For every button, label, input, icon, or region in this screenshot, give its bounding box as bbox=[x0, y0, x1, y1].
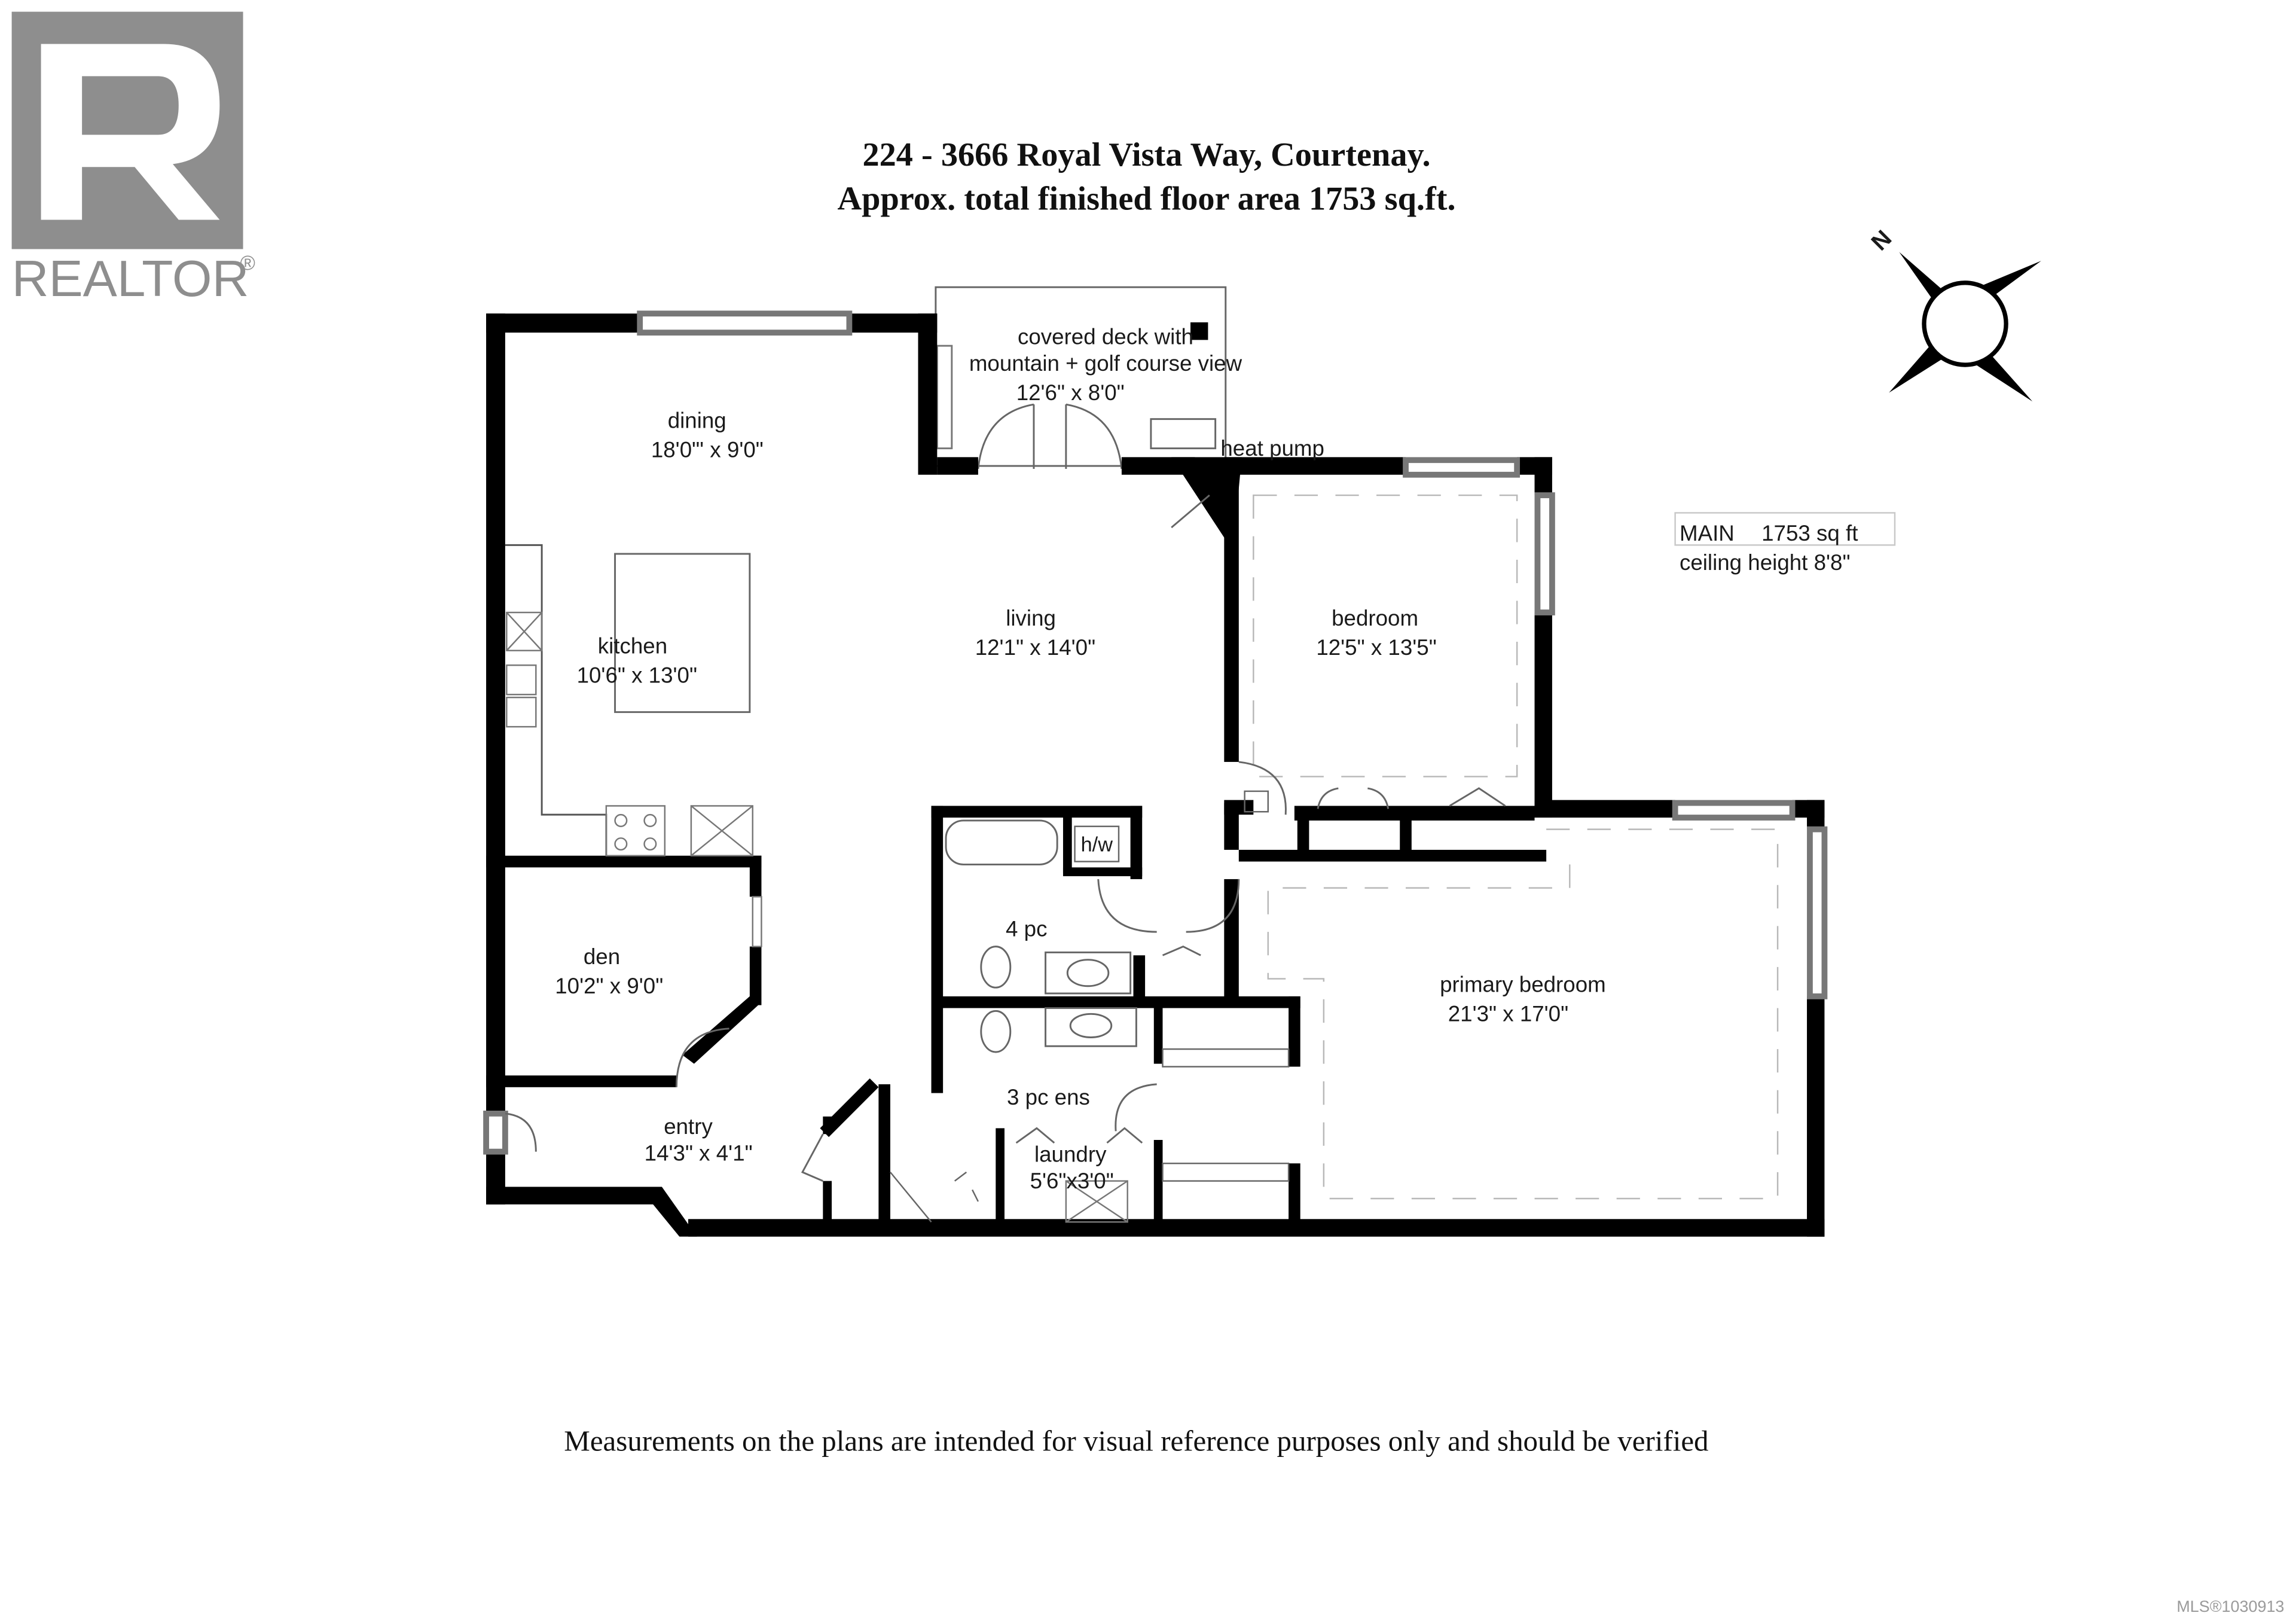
covered-deck bbox=[935, 286, 1227, 469]
entry-label: entry bbox=[664, 1114, 713, 1139]
realtor-logo: REALTOR ® bbox=[11, 11, 255, 307]
plan-title-area: Approx. total finished floor area 1753 s… bbox=[837, 180, 1455, 217]
laundry-dims: 5'6"x3'0" bbox=[1030, 1169, 1114, 1193]
north-letter: N bbox=[1867, 225, 1897, 255]
compass-rose-icon: N bbox=[1867, 225, 2041, 402]
interior-walls bbox=[486, 474, 1547, 1228]
area-summary: MAIN 1753 sq ft ceiling height 8'8" bbox=[1674, 512, 1896, 575]
heat-pump-label: heat pump bbox=[1220, 436, 1324, 461]
kitchen-label: kitchen bbox=[598, 634, 667, 658]
den-label: den bbox=[584, 944, 620, 969]
deck-label-2: mountain + golf course view bbox=[969, 351, 1242, 376]
mls-number: MLS®1030913 bbox=[2176, 1597, 2284, 1615]
dining-dims: 18'0"' x 9'0" bbox=[651, 437, 764, 462]
realtor-wordmark: REALTOR bbox=[12, 250, 249, 307]
bath-4pc-label: 4 pc bbox=[1006, 916, 1047, 941]
hot-water-label: h/w bbox=[1081, 833, 1113, 856]
room-labels: covered deck with mountain + golf course… bbox=[555, 325, 1605, 1193]
bedroom-dims: 12'5" x 13'5" bbox=[1316, 635, 1436, 660]
laundry-label: laundry bbox=[1034, 1142, 1107, 1167]
exterior-walls bbox=[483, 310, 1828, 1237]
living-dims: 12'1" x 14'0" bbox=[975, 635, 1095, 660]
primary-bedroom-label: primary bedroom bbox=[1440, 972, 1606, 997]
living-label: living bbox=[1006, 606, 1056, 630]
dining-label: dining bbox=[668, 408, 726, 432]
den-dims: 10'2" x 9'0" bbox=[555, 974, 663, 998]
ensuite-label: 3 pc ens bbox=[1007, 1085, 1090, 1109]
fixtures bbox=[505, 494, 1779, 1223]
registered-mark: ® bbox=[240, 252, 255, 275]
summary-area: 1753 sq ft bbox=[1761, 521, 1858, 545]
primary-bedroom-dims: 21'3" x 17'0" bbox=[1448, 1002, 1568, 1026]
plan-title-address: 224 - 3666 Royal Vista Way, Courtenay. bbox=[862, 136, 1430, 173]
deck-label-1: covered deck with bbox=[1018, 325, 1193, 349]
kitchen-dims: 10'6" x 13'0" bbox=[577, 663, 697, 688]
summary-level: MAIN bbox=[1680, 521, 1735, 545]
entry-dims: 14'3" x 4'1" bbox=[645, 1141, 753, 1165]
disclaimer-text: Measurements on the plans are intended f… bbox=[564, 1424, 1708, 1457]
summary-ceiling: ceiling height 8'8" bbox=[1680, 550, 1851, 575]
deck-dims: 12'6" x 8'0" bbox=[1016, 380, 1125, 405]
bedroom-label: bedroom bbox=[1332, 606, 1418, 630]
